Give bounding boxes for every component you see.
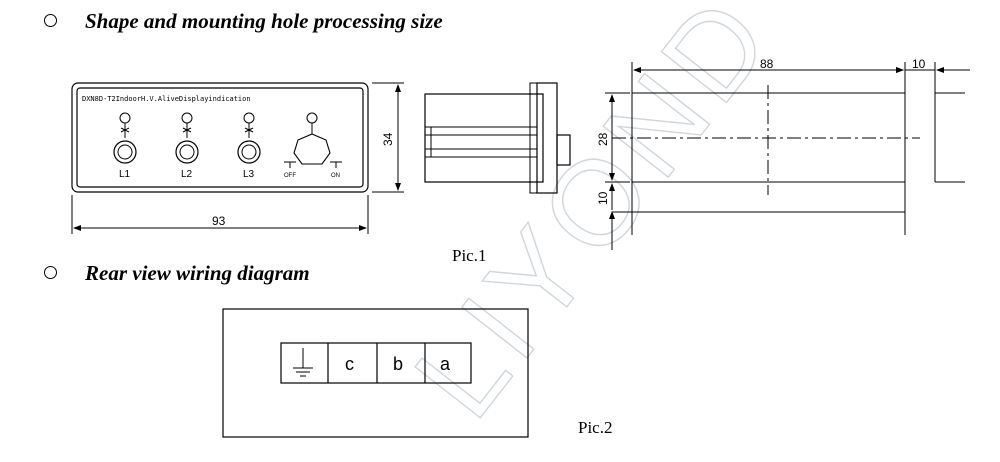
width-dim-label: 93 (212, 214, 226, 228)
mounting-hole-view: 88 10 28 10 (596, 57, 970, 250)
ground-icon (293, 348, 313, 377)
indicator-l2-icon (175, 112, 199, 164)
indicator-l3-label: L3 (243, 169, 255, 180)
switch-off-label: OFF (284, 173, 296, 179)
watermark-text: LIYOND (389, 0, 799, 442)
terminal-a-label: a (440, 354, 451, 374)
flange-dim-label: 10 (912, 57, 926, 71)
front-view: DXN8D-T2IndoorH.V.AliveDisplayindication… (71, 82, 404, 234)
offset-dim-label: 10 (596, 191, 610, 205)
section-bullet-2 (44, 266, 57, 279)
height-dim-label: 34 (381, 132, 395, 146)
section-bullet-1 (44, 14, 57, 27)
length-dim-label: 88 (760, 57, 774, 71)
indicator-l1-label: L1 (119, 169, 131, 180)
section-title-wiring: Rear view wiring diagram (85, 261, 310, 285)
section-title-shape: Shape and mounting hole processing size (85, 9, 443, 33)
test-switch-icon (284, 112, 342, 168)
switch-on-label: ON (331, 173, 340, 179)
indicator-l3-icon (237, 112, 261, 164)
pic1-caption: Pic.1 (452, 246, 487, 265)
terminal-c-label: c (345, 354, 354, 374)
wiring-diagram: c b a (222, 308, 529, 438)
indicator-l1-icon (113, 112, 137, 164)
height28-dim-label: 28 (596, 132, 610, 146)
model-text: DXN8D-T2IndoorH.V.AliveDisplayindication (82, 95, 251, 103)
pic2-caption: Pic.2 (578, 418, 613, 437)
terminal-b-label: b (393, 354, 403, 374)
side-view (424, 82, 571, 194)
indicator-l2-label: L2 (181, 169, 193, 180)
